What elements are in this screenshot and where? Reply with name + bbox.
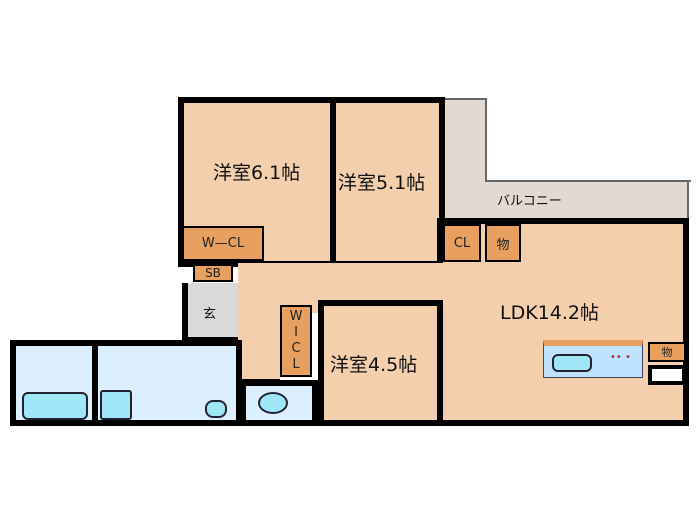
sink-icon [552, 354, 592, 372]
bedroom-4-5-label: 洋室4.5帖 [330, 354, 418, 376]
balcony-label: バルコニー [497, 194, 562, 209]
bathtub-icon [22, 392, 88, 420]
toilet-icon [258, 392, 288, 414]
wash-stand-icon [205, 400, 227, 418]
bedroom-5-1-label: 洋室5.1帖 [338, 172, 426, 194]
ldk-label: LDK14.2帖 [500, 302, 599, 324]
closet: CL [443, 224, 481, 262]
bedroom-6-1-label: 洋室6.1帖 [213, 162, 301, 184]
shoe-box: SB [193, 264, 233, 282]
bedroom-4-5 [318, 300, 443, 426]
entrance-label: 玄 [203, 307, 217, 322]
walk-in-closet-2: W I C L [280, 305, 312, 377]
stove-icon: •• • [610, 352, 631, 363]
storage-mono-2: 物 [648, 342, 686, 362]
hallway-lower [238, 300, 280, 385]
washbasin-icon [100, 390, 132, 420]
toilet-room [240, 380, 318, 426]
storage-mono-1: 物 [485, 224, 521, 262]
walk-in-closet-1: W—CL [182, 226, 264, 261]
entrance [182, 283, 238, 343]
